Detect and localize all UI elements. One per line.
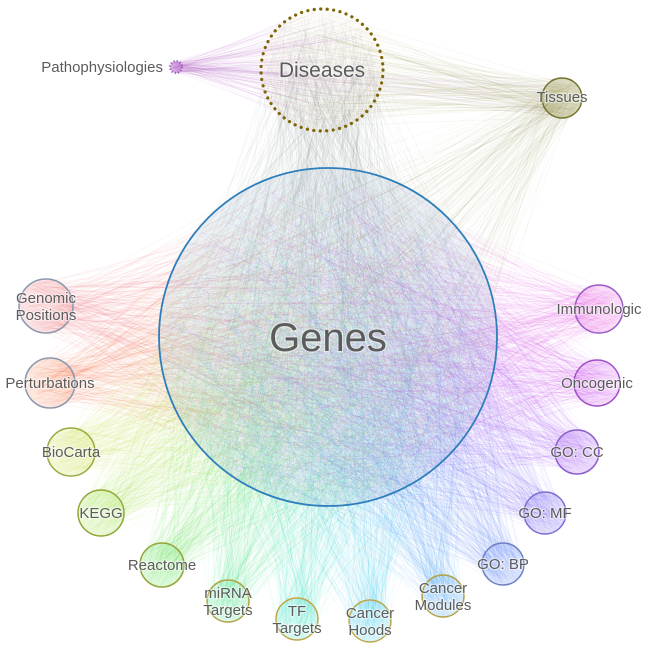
edge-bundle-cancer_modules-genes <box>162 170 491 617</box>
edge-bundle-pathophysiologies-diseases <box>170 12 383 129</box>
edge-bundle-diseases-genes <box>163 9 495 502</box>
label-oncogenic: Oncogenic <box>561 375 633 392</box>
label-immunologic: Immunologic <box>556 301 642 318</box>
node-immunologic[interactable] <box>574 284 624 334</box>
node-kegg[interactable] <box>77 489 125 537</box>
node-tissues[interactable] <box>541 77 583 119</box>
edge-bundle-oncogenic-genes <box>160 169 619 494</box>
label-kegg: KEGG <box>79 505 122 522</box>
node-biocarta[interactable] <box>46 427 96 477</box>
node-reactome[interactable] <box>139 542 185 588</box>
node-go_bp[interactable] <box>481 542 525 586</box>
edge-bundle-go_cc-genes <box>159 181 599 504</box>
node-pathophysiologies[interactable] <box>168 59 184 75</box>
node-diseases[interactable] <box>259 7 385 133</box>
edge-bundle-tf_targets-genes <box>166 174 486 639</box>
edge-bundle-go_mf-genes <box>164 176 565 533</box>
edge-bundle-kegg-genes <box>78 174 486 536</box>
edge-bundle-diseases-tissues <box>268 14 581 127</box>
edge-bundle-biocarta-genes <box>47 174 497 505</box>
label-biocarta: BioCarta <box>42 444 101 461</box>
node-genes[interactable] <box>158 167 498 507</box>
node-cancer_hoods[interactable] <box>348 599 392 643</box>
edge-bundle-perturbations-genes <box>25 167 494 496</box>
label-tissues: Tissues <box>536 89 587 106</box>
edge-bundle-pathophysiologies-tissues <box>170 61 579 117</box>
label-go_mf: GO: MF <box>518 505 571 522</box>
node-genomic_positions[interactable] <box>18 278 74 334</box>
label-pathophysiologies: Pathophysiologies <box>41 59 163 76</box>
node-go_cc[interactable] <box>554 429 600 475</box>
label-genes: Genes <box>269 316 387 360</box>
edge-bundle-genomic_positions-genes <box>19 174 493 496</box>
node-perturbations[interactable] <box>24 357 76 409</box>
edge-bundle-mirna_targets-genes <box>165 172 496 622</box>
node-tf_targets[interactable] <box>275 597 319 641</box>
edge-bundle-reactome-genes <box>140 169 490 587</box>
label-go_cc: GO: CC <box>550 444 604 461</box>
node-oncogenic[interactable] <box>573 359 621 407</box>
edge-bundle-go_bp-genes <box>162 169 523 584</box>
node-layer <box>18 7 624 643</box>
label-reactome: Reactome <box>128 557 196 574</box>
node-mirna_targets[interactable] <box>206 579 250 623</box>
label-diseases: Diseases <box>279 59 365 82</box>
node-go_mf[interactable] <box>523 491 567 535</box>
node-cancer_modules[interactable] <box>421 574 465 618</box>
label-go_bp: GO: BP <box>477 556 529 573</box>
edge-layer <box>19 9 623 640</box>
label-perturbations: Perturbations <box>5 375 94 392</box>
label-layer: Genes Diseases PathophysiologiesTissuesGen… <box>4 58 643 640</box>
edge-bundle-immunologic-genes <box>162 174 623 501</box>
edge-bundle-cancer_hoods-genes <box>167 178 494 640</box>
edge-bundle-tissues-genes <box>169 81 582 500</box>
